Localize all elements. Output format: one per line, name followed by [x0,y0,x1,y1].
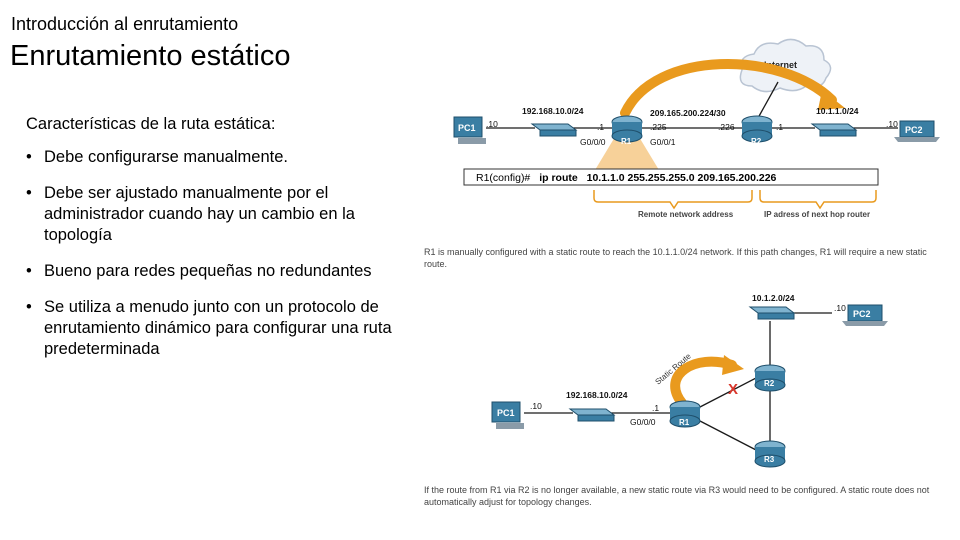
bullet-item: Debe configurarse manualmente. [26,147,406,168]
pc2-host-label: .10 [886,119,898,129]
network-label-mid: 209.165.200.224/30 [650,108,726,118]
command-line: R1(config)# ip route 10.1.1.0 255.255.25… [476,172,777,184]
command-keyword: ip route [539,172,578,184]
bracket-remote-network [593,190,753,210]
cloud-label: Internet [764,60,797,70]
switch-icon [530,123,578,137]
pc1-host-label: .10 [530,401,542,411]
static-route-arrow [670,356,737,408]
diagram1-caption: R1 is manually configured with a static … [424,247,927,269]
network-label-left: 192.168.10.0/24 [566,390,628,400]
command-prompt: R1(config)# [476,172,530,184]
pc2-icon [894,120,940,142]
r2-right-if-label: .1 [776,122,783,132]
bullet-item: Debe ser ajustado manualmente por el adm… [26,183,406,246]
router-r1-icon [669,400,701,428]
pc1-label: PC1 [497,408,515,418]
pc1-icon [491,401,524,429]
command-box [463,168,879,186]
switch-icon [748,306,796,320]
pc2-label: PC2 [905,125,923,135]
command-args: 10.1.1.0 255.255.255.0 209.165.200.226 [587,172,777,184]
characteristics-list: Debe configurarse manualmente. Debe ser … [26,147,406,360]
static-route-arrow-head [722,355,744,375]
diagram2-caption: If the route from R1 via R2 is no longer… [424,485,930,507]
r1-label: R1 [621,137,632,146]
pc1-label: PC1 [458,123,476,133]
section-subtitle: Introducción al enrutamiento [11,14,239,34]
router-r2-icon [741,115,773,143]
characteristics-lead: Características de la ruta estática: [26,115,276,133]
router-r1-icon [611,115,643,143]
bullet-item: Bueno para redes pequeñas no redundantes [26,261,406,282]
r2-left-if-label: .226 [718,122,735,132]
r1-port-label: G0/0/0 [630,417,656,427]
r1-label: R1 [679,418,690,427]
diagram-static-route-redundant: Static Route X PC1 R1 R2 R3 PC2 [491,293,888,468]
r1-if-label: .1 [652,403,659,413]
bracket-next-hop [759,190,877,210]
bullet-item: Se utiliza a menudo junto con un protoco… [26,297,406,360]
route-highlight [592,117,662,175]
pc2-label: PC2 [853,309,871,319]
failure-x-icon: X [728,381,738,398]
r1-left-if-label: .1 [597,122,604,132]
annot-remote-network: Remote network address [638,210,734,219]
pc2-icon [842,304,888,326]
r2-label: R2 [764,379,775,388]
network-label-top: 10.1.2.0/24 [752,293,795,303]
static-route-arrow-head [818,90,845,110]
r2-label: R2 [751,137,762,146]
diagram-static-route-internet: Internet PC1 R1 R2 [453,38,940,219]
pc1-host-label: .10 [486,119,498,129]
slide-title: Enrutamiento estático [10,40,291,72]
annot-next-hop: IP adress of next hop router [764,210,870,219]
r1-right-port-label: G0/0/1 [650,137,676,147]
static-route-arrow [620,58,837,118]
pc2-host-label: .10 [834,303,846,313]
pc1-icon [453,116,486,144]
r3-label: R3 [764,455,775,464]
network-label-left: 192.168.10.0/24 [522,106,584,116]
router-r3-icon [754,440,786,468]
switch-icon [568,408,616,422]
r1-left-port-label: G0/0/0 [580,137,606,147]
static-route-characteristics: Características de la ruta estática: Deb… [26,114,406,375]
router-r2-icon [754,364,786,392]
network-label-right: 10.1.1.0/24 [816,106,859,116]
switch-icon [810,123,858,137]
r1-right-if-label: .225 [650,122,667,132]
